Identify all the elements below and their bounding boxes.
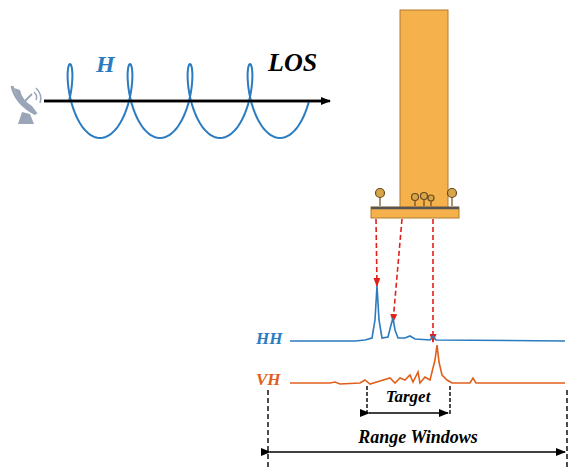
los-label: LOS <box>268 50 317 76</box>
hh-trace <box>290 286 565 341</box>
target-bracket <box>367 386 450 416</box>
los-line <box>44 100 322 103</box>
channel-label: HH <box>256 330 282 347</box>
bracket-label: Target <box>384 388 433 405</box>
ground-line <box>371 207 459 210</box>
trees <box>376 189 457 207</box>
channel-label: VH <box>256 371 281 388</box>
los-arrow <box>44 100 330 103</box>
polarization-label: H <box>96 52 115 76</box>
vh-trace <box>290 345 565 384</box>
projection-arrows <box>376 219 433 342</box>
building <box>400 10 448 208</box>
ground-plate <box>371 207 459 218</box>
bracket-label: Range Windows <box>356 428 480 446</box>
antenna-icon <box>12 86 41 124</box>
